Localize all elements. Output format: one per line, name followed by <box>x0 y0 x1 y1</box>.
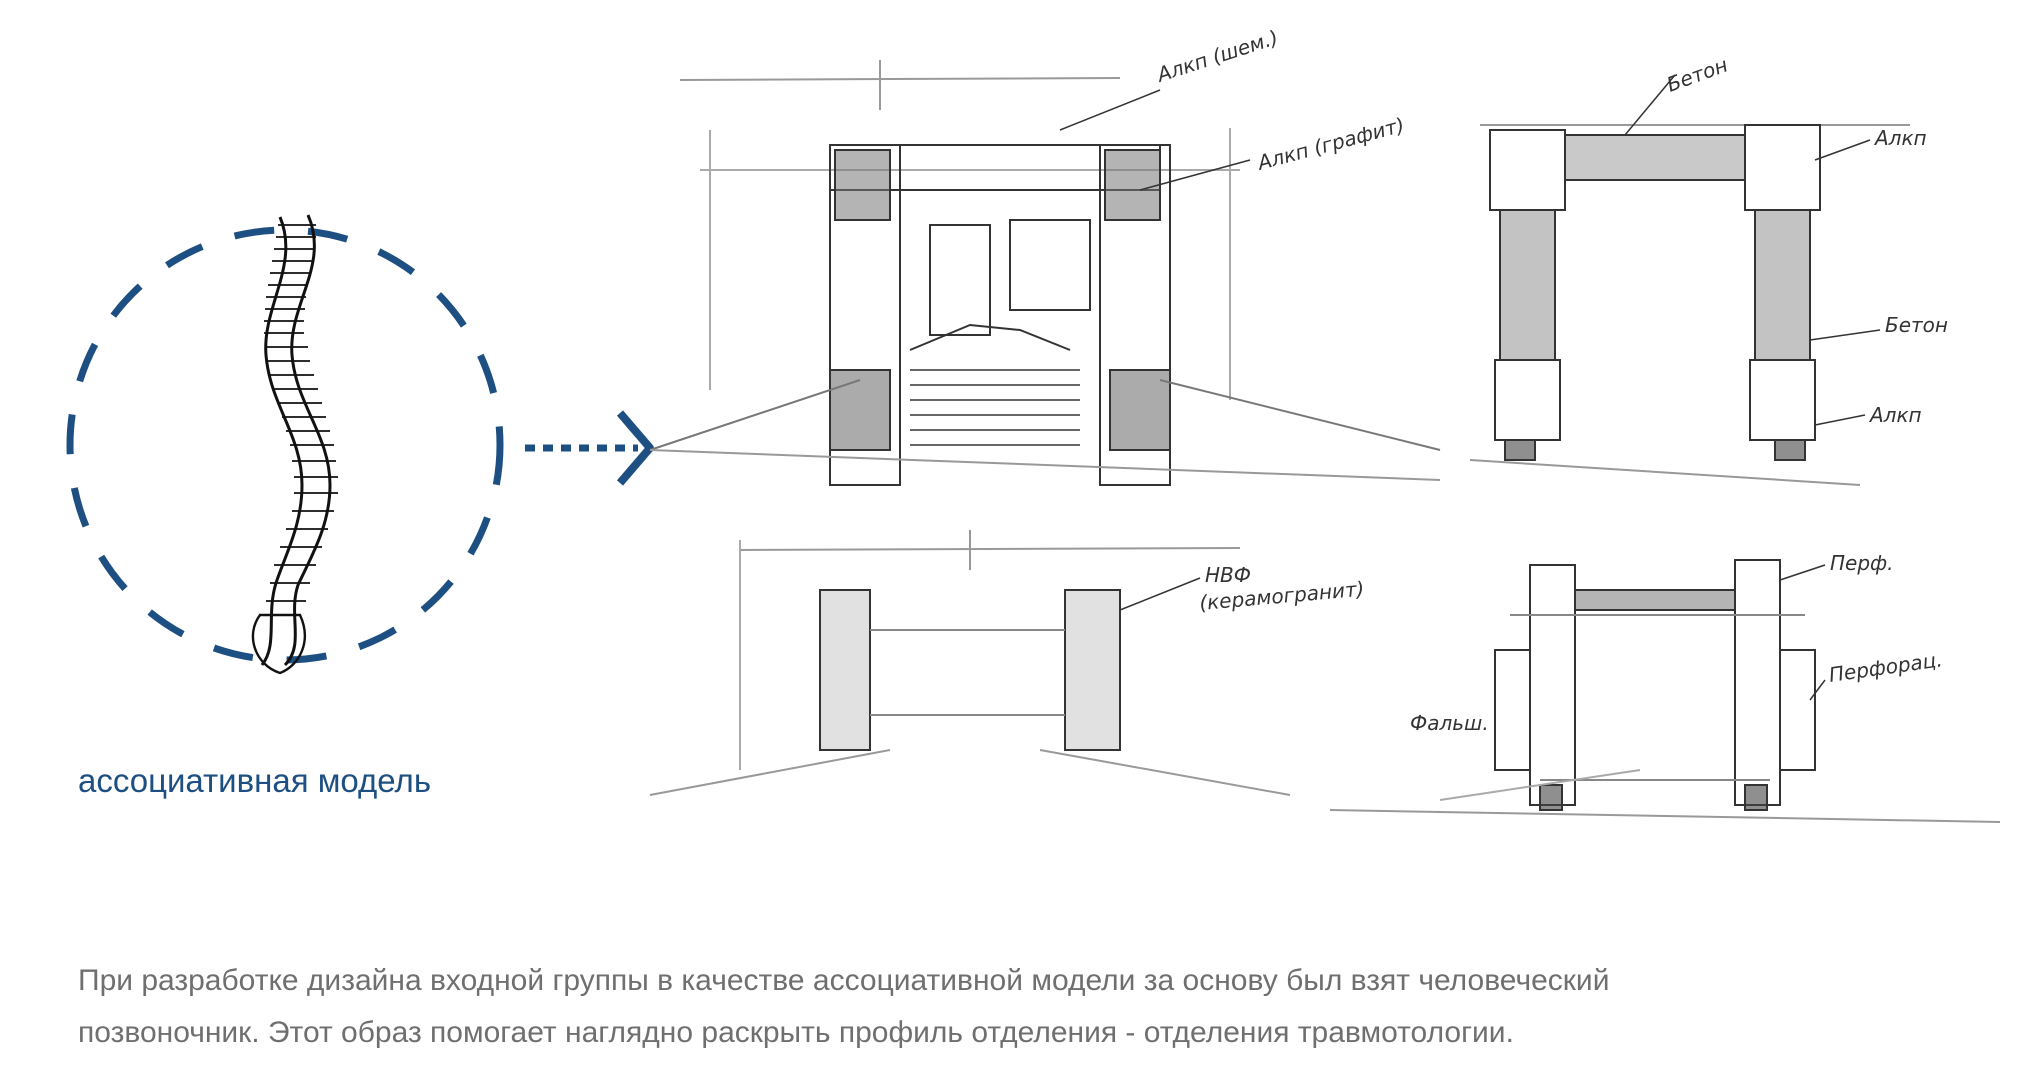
note-b3: Бетон <box>1885 313 1948 337</box>
dashed-circle <box>66 226 504 664</box>
sketch-board: Алкп (шем.) Алкп (графит) Бетон Алкп Бет… <box>649 25 2001 823</box>
note-d1: Перф. <box>1830 551 1894 575</box>
note-d3: Фальш. <box>1410 711 1489 735</box>
note-c1: НВФ <box>1205 563 1251 587</box>
note-b4: Алкп <box>1868 403 1922 427</box>
note-b1: Бетон <box>1664 53 1731 97</box>
note-a2: Алкп (графит) <box>1253 113 1407 176</box>
description-text: При разработке дизайна входной группы в … <box>78 955 1978 1059</box>
sketch-side-view <box>649 530 1291 796</box>
association-caption: ассоциативная модель <box>78 762 432 799</box>
note-a1: Алкп (шем.) <box>1152 25 1281 87</box>
sketch-alt-elevation <box>1329 559 2001 823</box>
note-d2: Перфорац. <box>1827 647 1944 687</box>
arrow-icon <box>525 410 654 486</box>
description-line-2: позвоночник. Этот образ помогает наглядн… <box>78 1016 1514 1049</box>
association-figure <box>66 214 654 675</box>
sketch-front-elevation <box>1469 74 1910 486</box>
spine-icon <box>251 214 338 675</box>
description-line-1: При разработке дизайна входной группы в … <box>78 964 1610 997</box>
note-b2: Алкп <box>1873 126 1927 150</box>
sketch-perspective-entrance <box>649 60 1441 486</box>
